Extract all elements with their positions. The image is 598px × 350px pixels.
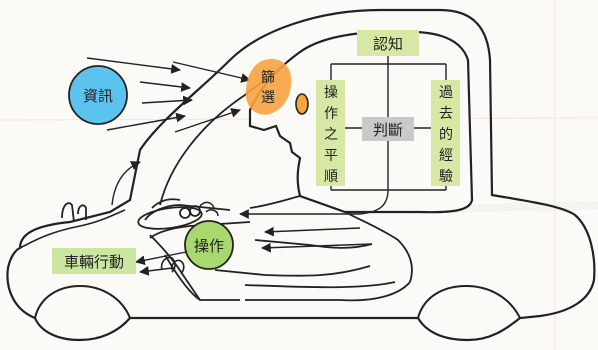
svg-text:操: 操 bbox=[324, 85, 338, 101]
filter-label-2: 選 bbox=[261, 90, 275, 106]
svg-text:平: 平 bbox=[324, 148, 338, 164]
dashboard-knob bbox=[62, 203, 74, 222]
judgment-label: 判斷 bbox=[373, 121, 403, 139]
info-label: 資訊 bbox=[83, 87, 113, 105]
vehicle-action-label: 車輛行動 bbox=[64, 253, 124, 271]
rear-wheel-arch bbox=[418, 286, 520, 318]
front-wheel-arch bbox=[35, 286, 130, 318]
filter-label-1: 篩 bbox=[261, 70, 275, 86]
eye-icon bbox=[296, 94, 308, 114]
svg-text:去: 去 bbox=[439, 106, 453, 122]
svg-text:過: 過 bbox=[439, 85, 453, 101]
svg-text:驗: 驗 bbox=[439, 169, 453, 185]
experience-label: 過 去 的 經 驗 bbox=[439, 85, 453, 185]
operation-label: 操作 bbox=[194, 237, 224, 255]
cognition-label: 認知 bbox=[373, 35, 403, 53]
skill-label: 操 作 之 平 順 bbox=[324, 85, 338, 185]
svg-text:順: 順 bbox=[324, 169, 338, 185]
svg-text:的: 的 bbox=[439, 127, 453, 143]
svg-text:之: 之 bbox=[324, 127, 338, 143]
svg-text:經: 經 bbox=[439, 148, 453, 164]
svg-text:作: 作 bbox=[324, 106, 338, 122]
